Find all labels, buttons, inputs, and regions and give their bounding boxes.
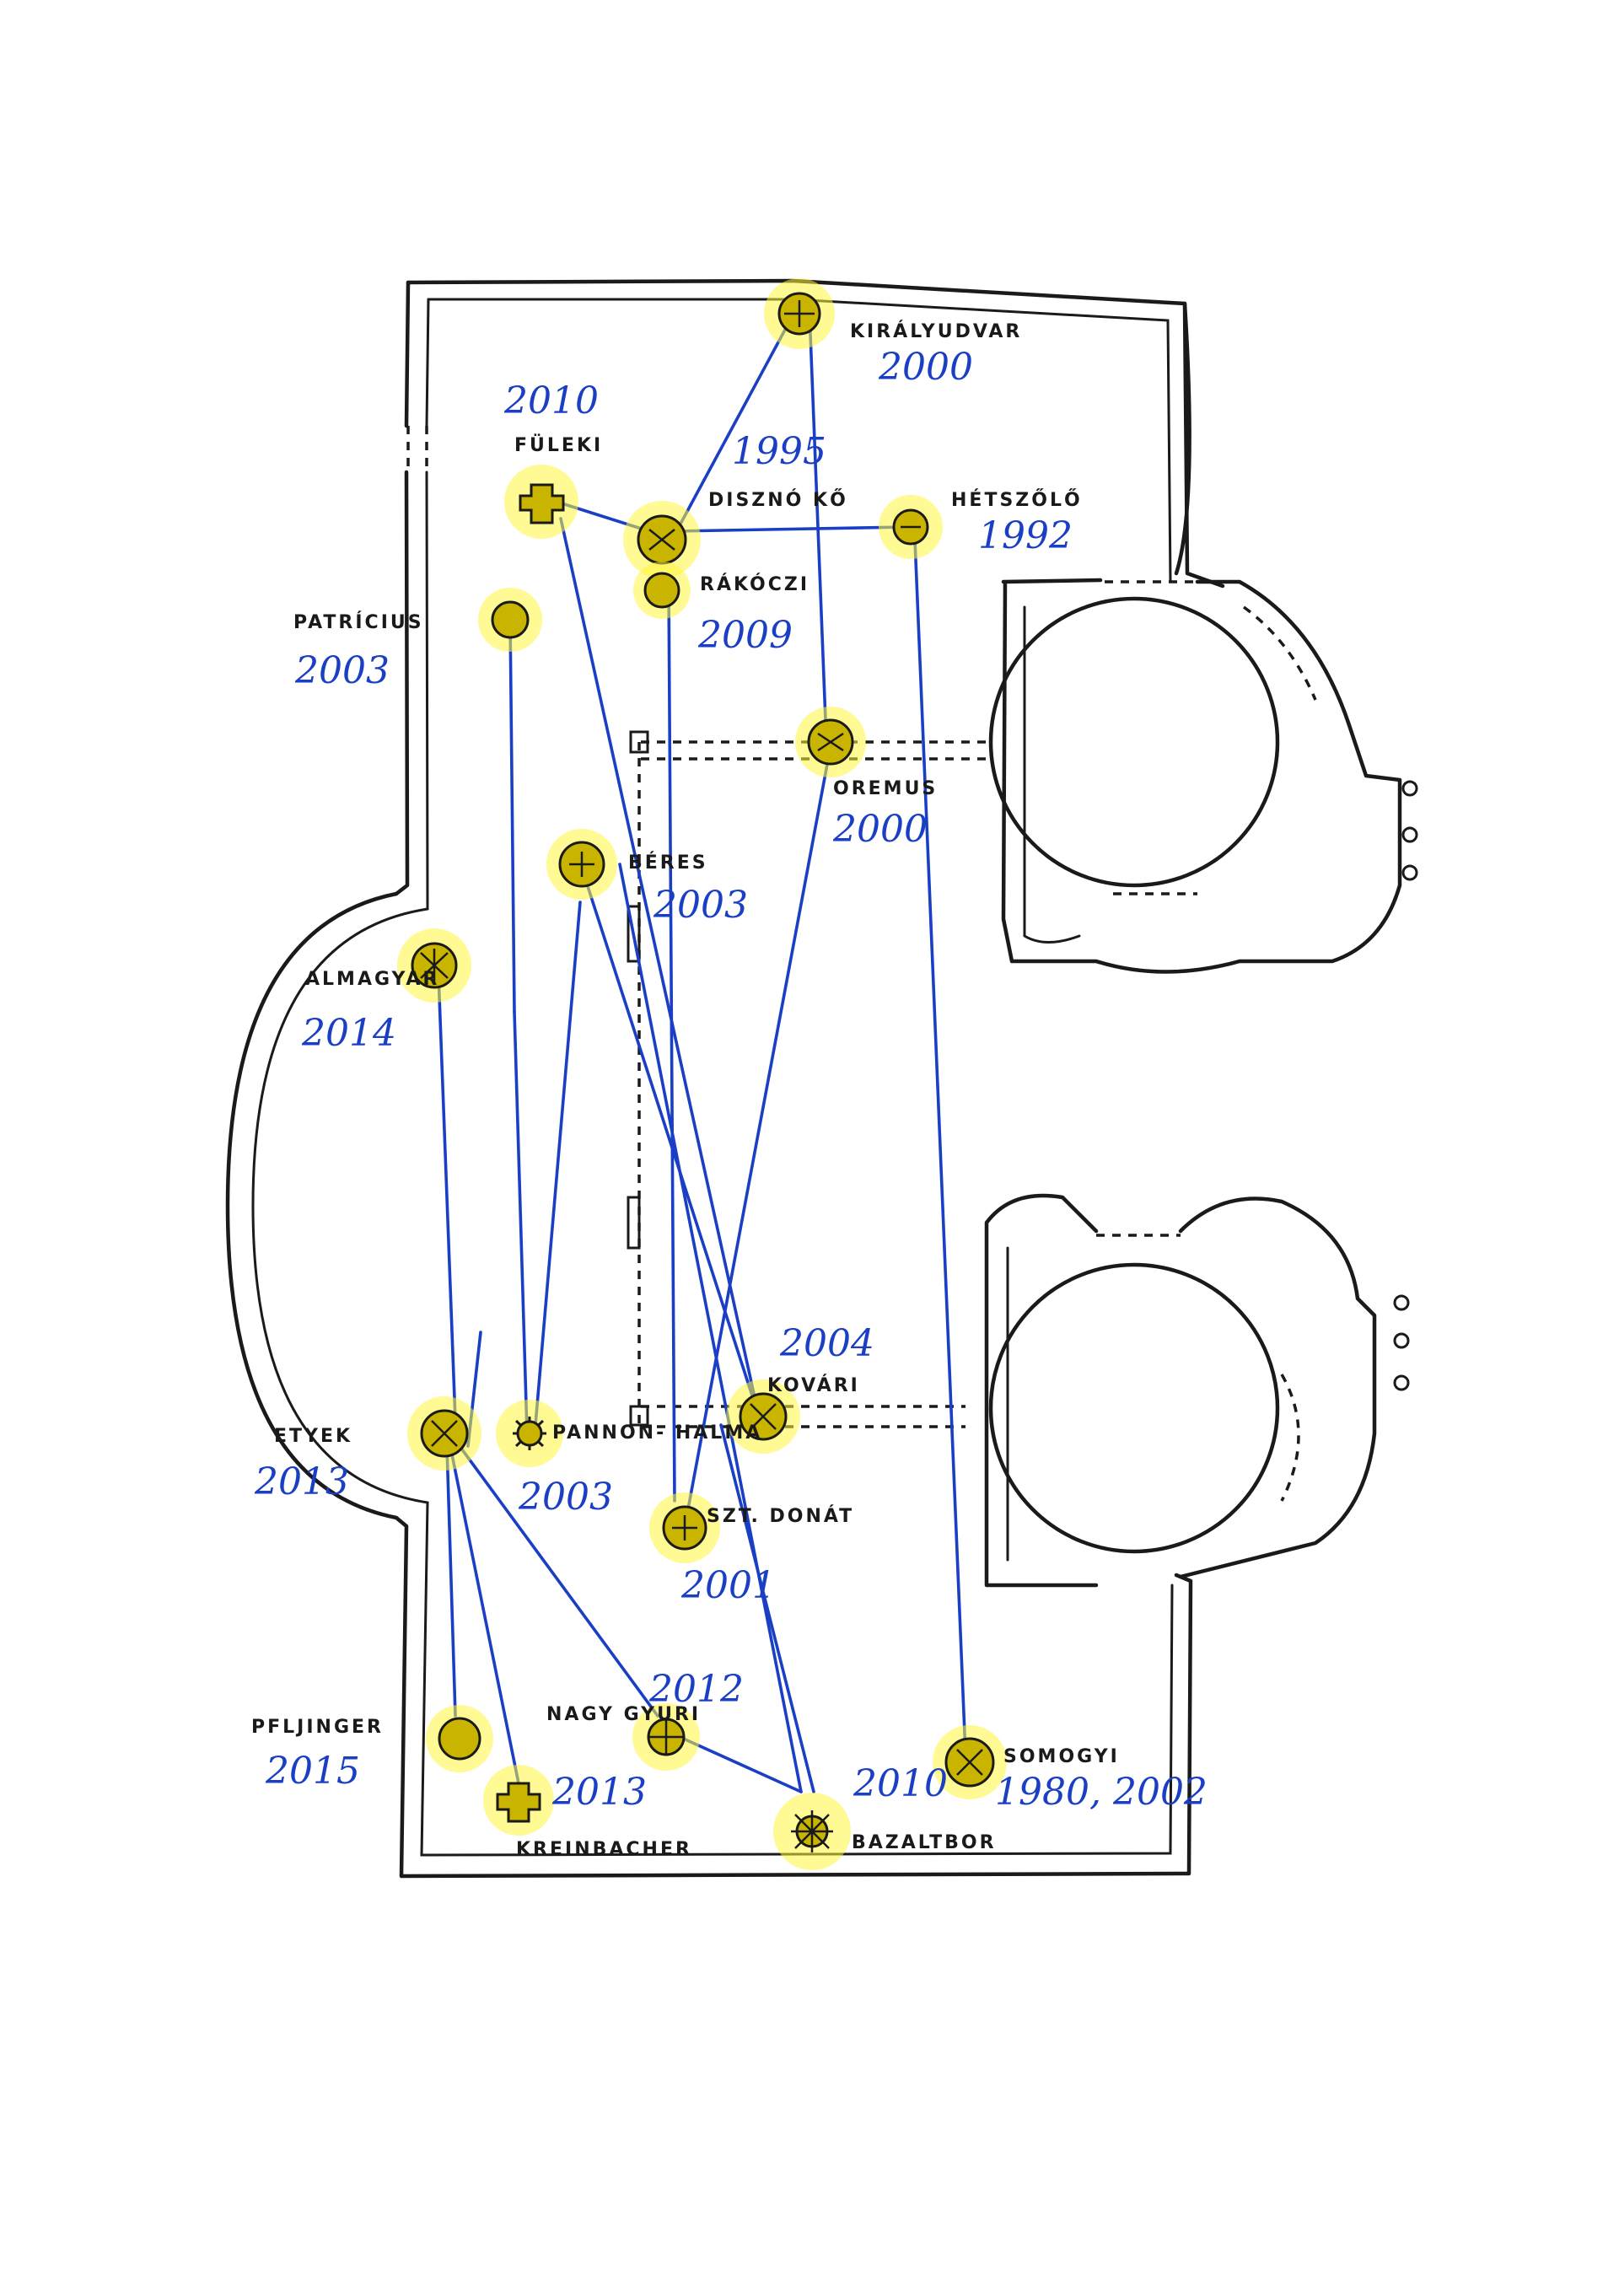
route-lines [437, 306, 967, 1793]
site-almagyar[interactable] [397, 928, 471, 1003]
year-hetszolo: 1992 [978, 514, 1073, 557]
year-kovari: 2004 [779, 1322, 874, 1365]
label-almagyar: ALMAGYAR [305, 969, 439, 990]
site-pannonhalma[interactable] [496, 1400, 563, 1467]
label-beres: BÉRES [628, 852, 708, 874]
label-bazaltbor: BAZALTBOR [852, 1832, 997, 1853]
label-hetszolo: HÉTSZŐLŐ [951, 489, 1083, 511]
year-almagyar: 2014 [301, 1012, 396, 1055]
year-fuleki: 2010 [503, 379, 599, 422]
site-labels: KIRÁLYUDVAR 2000 2010 FÜLEKI 1995 DISZNÓ… [251, 320, 1208, 1860]
site-oremus[interactable] [795, 707, 866, 777]
label-kiralyudvar: KIRÁLYUDVAR [850, 320, 1022, 342]
label-pfljinger: PFLJINGER [251, 1717, 384, 1738]
year-kreinbacher: 2013 [551, 1771, 647, 1814]
label-patricius: PATRÍCIUS [293, 611, 424, 633]
year-szt-donat: 2001 [680, 1564, 776, 1607]
site-nagy-gyuri[interactable] [632, 1703, 700, 1771]
site-somogyi[interactable] [933, 1725, 1007, 1799]
label-rakoczi: RÁKÓCZI [700, 573, 810, 595]
year-nagy-gyuri: 2012 [648, 1668, 744, 1711]
label-disznoko: DISZNÓ KŐ [708, 489, 848, 511]
label-oremus: OREMUS [833, 778, 938, 799]
site-pfljinger[interactable] [426, 1705, 493, 1772]
year-etyek: 2013 [254, 1460, 349, 1503]
site-etyek[interactable] [407, 1396, 481, 1471]
label-szt-donat: SZT. DONÁT [707, 1505, 854, 1527]
site-markers [397, 278, 1007, 1870]
label-fuleki: FÜLEKI [514, 434, 603, 456]
building-outline [225, 278, 1418, 1879]
site-kreinbacher[interactable] [483, 1765, 554, 1836]
year-patricius: 2003 [294, 649, 390, 692]
label-kreinbacher: KREINBACHER [516, 1839, 692, 1860]
lower-round-room [984, 1193, 1410, 1588]
site-fuleki[interactable] [504, 465, 578, 539]
site-szt-donat[interactable] [649, 1492, 720, 1563]
label-pannonhalma: PANNON- HALMA [552, 1422, 762, 1444]
site-beres[interactable] [546, 829, 617, 900]
year-pannonhalma: 2003 [518, 1476, 613, 1519]
site-rakoczi[interactable] [633, 562, 691, 619]
site-hetszolo[interactable] [879, 495, 943, 559]
year-oremus: 2000 [832, 808, 928, 851]
year-beres: 2003 [653, 884, 748, 927]
site-kiralyudvar[interactable] [764, 278, 835, 349]
year-somogyi: 1980, 2002 [995, 1771, 1208, 1814]
year-kiralyudvar: 2000 [878, 346, 973, 389]
label-etyek: ETYEK [274, 1426, 352, 1447]
upper-round-room [988, 578, 1418, 974]
site-kovari[interactable] [726, 1379, 800, 1454]
year-bazaltbor: 2010 [853, 1762, 948, 1805]
year-rakoczi: 2009 [697, 614, 793, 657]
site-patricius[interactable] [478, 588, 542, 652]
site-bazaltbor[interactable] [773, 1793, 851, 1870]
site-disznoko[interactable] [623, 501, 701, 578]
year-disznoko: 1995 [732, 430, 826, 473]
label-kovari: KOVÁRI [767, 1374, 860, 1396]
label-somogyi: SOMOGYI [1003, 1746, 1120, 1767]
label-nagy-gyuri: NAGY GYURI [546, 1704, 701, 1725]
year-pfljinger: 2015 [265, 1750, 360, 1793]
